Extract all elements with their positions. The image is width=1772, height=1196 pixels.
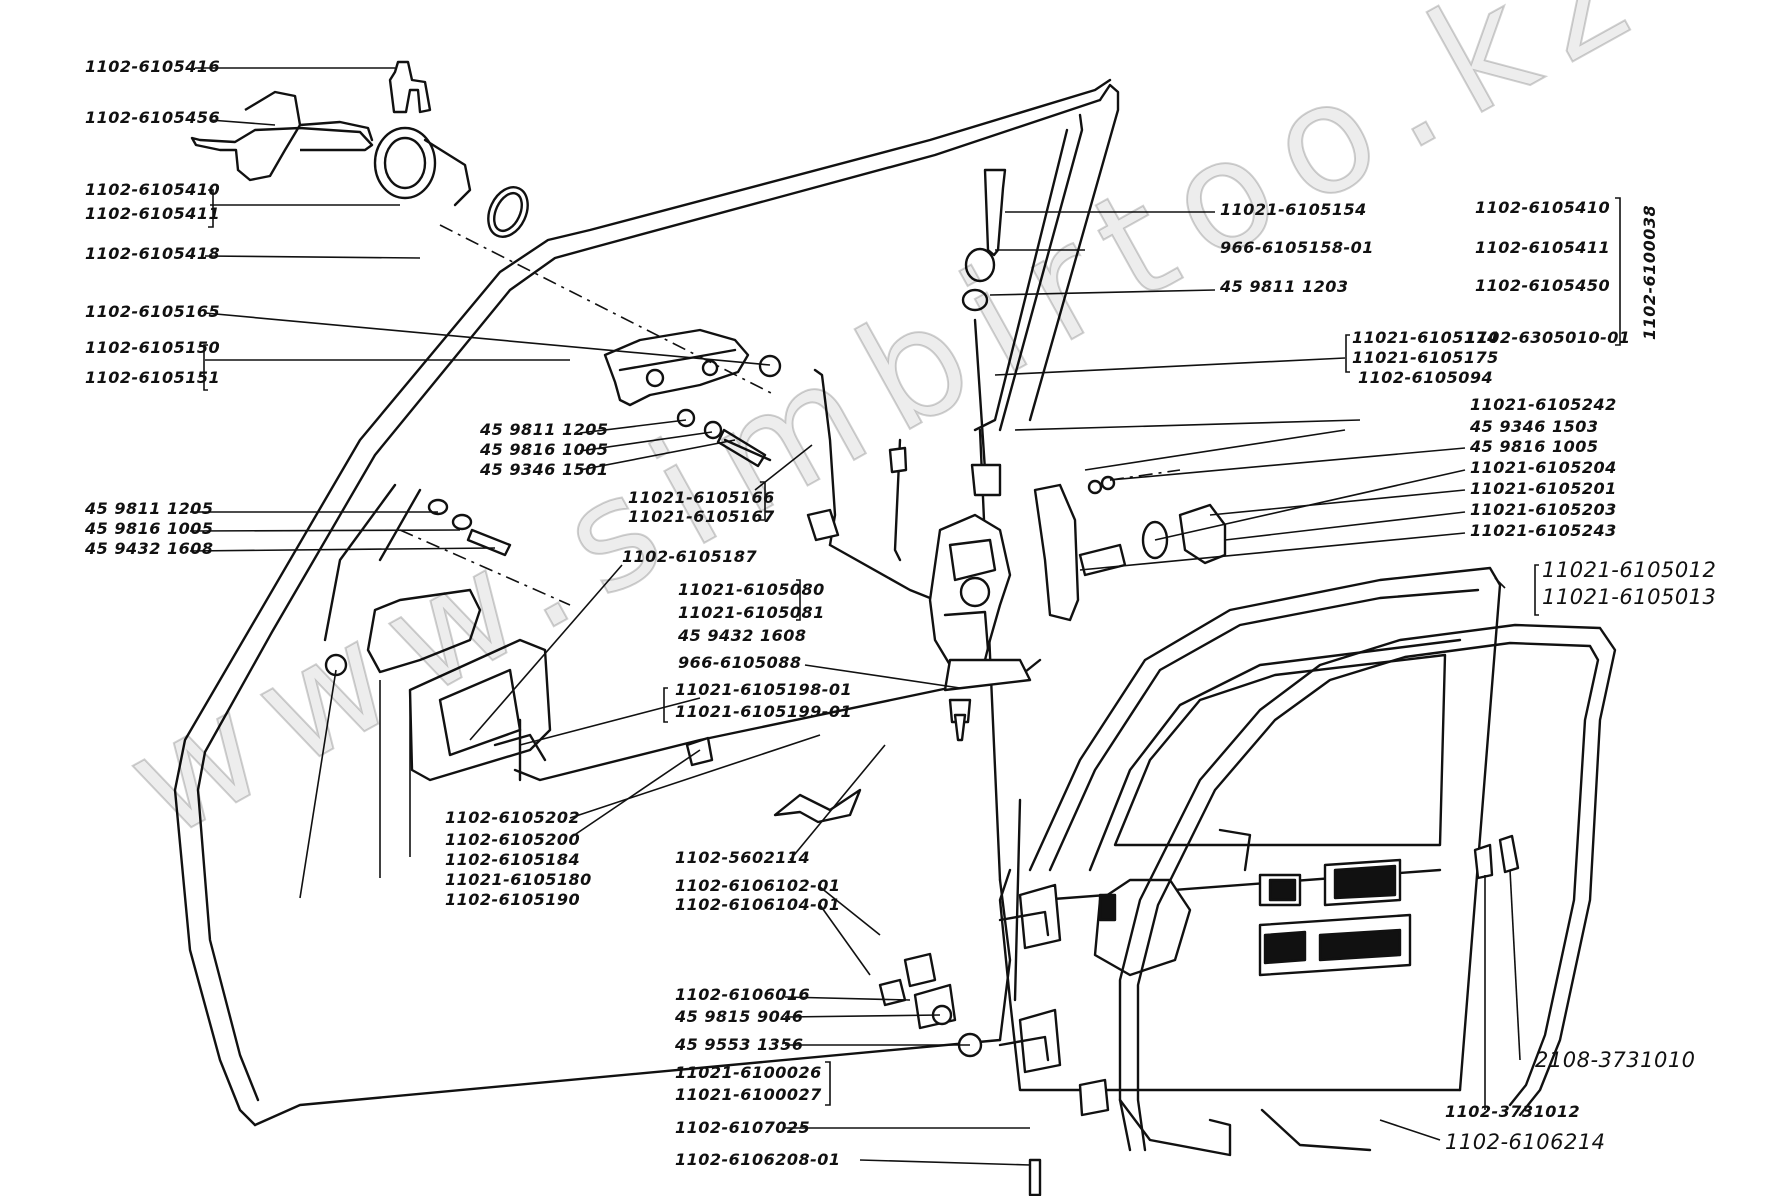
part-label: 11021-6105180 (445, 870, 592, 889)
part-label: 1102-5602114 (675, 848, 811, 867)
part-label: 45 9816 1005 (1470, 437, 1599, 456)
part-label: 11021-6105081 (678, 603, 825, 622)
part-label: 1102-6105410 (1475, 198, 1611, 217)
part-label: 11021-6105080 (678, 580, 825, 599)
part-label: 1102-6105202 (445, 808, 581, 827)
part-label: 1102-6105418 (85, 244, 221, 263)
part-label: 11021-6105199-01 (675, 702, 853, 721)
part-label: 1102-6106104-01 (675, 895, 841, 914)
part-label: 1102-6106016 (675, 985, 811, 1004)
part-label: 11021-6105166 (628, 488, 775, 507)
part-label: 1102-6105200 (445, 830, 581, 849)
lock-cylinder-group (190, 60, 529, 238)
part-label: 1102-6105094 (1358, 368, 1494, 387)
leader-lines (189, 67, 1521, 1166)
part-label: 1102-6105150 (85, 338, 221, 357)
part-label: 11021-6100026 (675, 1063, 822, 1082)
part-label: 11021-6105198-01 (675, 680, 853, 699)
part-label: 1102-6106102-01 (675, 876, 841, 895)
door-panel-small (998, 566, 1502, 1092)
part-label: 1102-6105411 (1475, 238, 1611, 257)
outside-handle (603, 328, 782, 468)
part-label: 1102-6106208-01 (675, 1150, 841, 1169)
part-label: 1102-6105165 (85, 302, 221, 321)
part-label: 966-6105088 (678, 653, 802, 672)
part-label: 45 9811 1205 (480, 420, 609, 439)
door-seal (1118, 623, 1617, 1157)
part-label: 11021-6105201 (1470, 479, 1617, 498)
part-label: 45 9816 1005 (480, 440, 609, 459)
part-label: 1102-6105187 (622, 547, 758, 566)
part-label-vertical: 1102-6100038 (1640, 204, 1659, 340)
part-label: 45 9432 1608 (85, 539, 214, 558)
part-label: 11021-6105204 (1470, 458, 1617, 477)
part-label: 1102-6105410 (85, 180, 221, 199)
part-label: 1102-6105416 (85, 57, 221, 76)
part-label: 11021-6100027 (675, 1085, 822, 1104)
part-label: 45 9811 1205 (85, 499, 214, 518)
part-label: 11021-6105012 (1542, 558, 1717, 582)
part-label: 1102-6305010-01 (1465, 328, 1631, 347)
part-label: 11021-6105174 (1352, 328, 1499, 347)
part-label: 45 9553 1356 (675, 1035, 804, 1054)
part-label: 45 9811 1203 (1220, 277, 1349, 296)
door-lock (928, 168, 1227, 692)
part-label: 11021-6105154 (1220, 200, 1367, 219)
part-label: 45 9815 9046 (675, 1007, 804, 1026)
part-label: 2108-3731010 (1535, 1048, 1696, 1072)
part-label: 11021-6105013 (1542, 585, 1717, 609)
part-label: 11021-6105167 (628, 507, 775, 526)
part-label: 11021-6105243 (1470, 521, 1617, 540)
part-label: 1102-6105184 (445, 850, 581, 869)
part-label: 1102-3731012 (1445, 1102, 1581, 1121)
part-label: 11021-6105175 (1352, 348, 1499, 367)
door-hinges (878, 883, 1110, 1196)
part-label: 1102-6105456 (85, 108, 221, 127)
part-label: 45 9346 1503 (1470, 417, 1599, 436)
label-brackets (203, 189, 1621, 1106)
part-label: 966-6105158-01 (1220, 238, 1374, 257)
part-label: 1102-6105151 (85, 368, 221, 387)
part-label: 45 9346 1501 (480, 460, 609, 479)
part-label: 1102-6105190 (445, 890, 581, 909)
part-label: 1102-6107025 (675, 1118, 811, 1137)
part-label: 45 9432 1608 (678, 626, 807, 645)
part-label: 11021-6105203 (1470, 500, 1617, 519)
part-label: 45 9816 1005 (85, 519, 214, 538)
part-label: 1102-6105450 (1475, 276, 1611, 295)
part-label: 1102-6105411 (85, 204, 221, 223)
part-label: 11021-6105242 (1470, 395, 1617, 414)
part-label: 1102-6106214 (1445, 1130, 1606, 1154)
